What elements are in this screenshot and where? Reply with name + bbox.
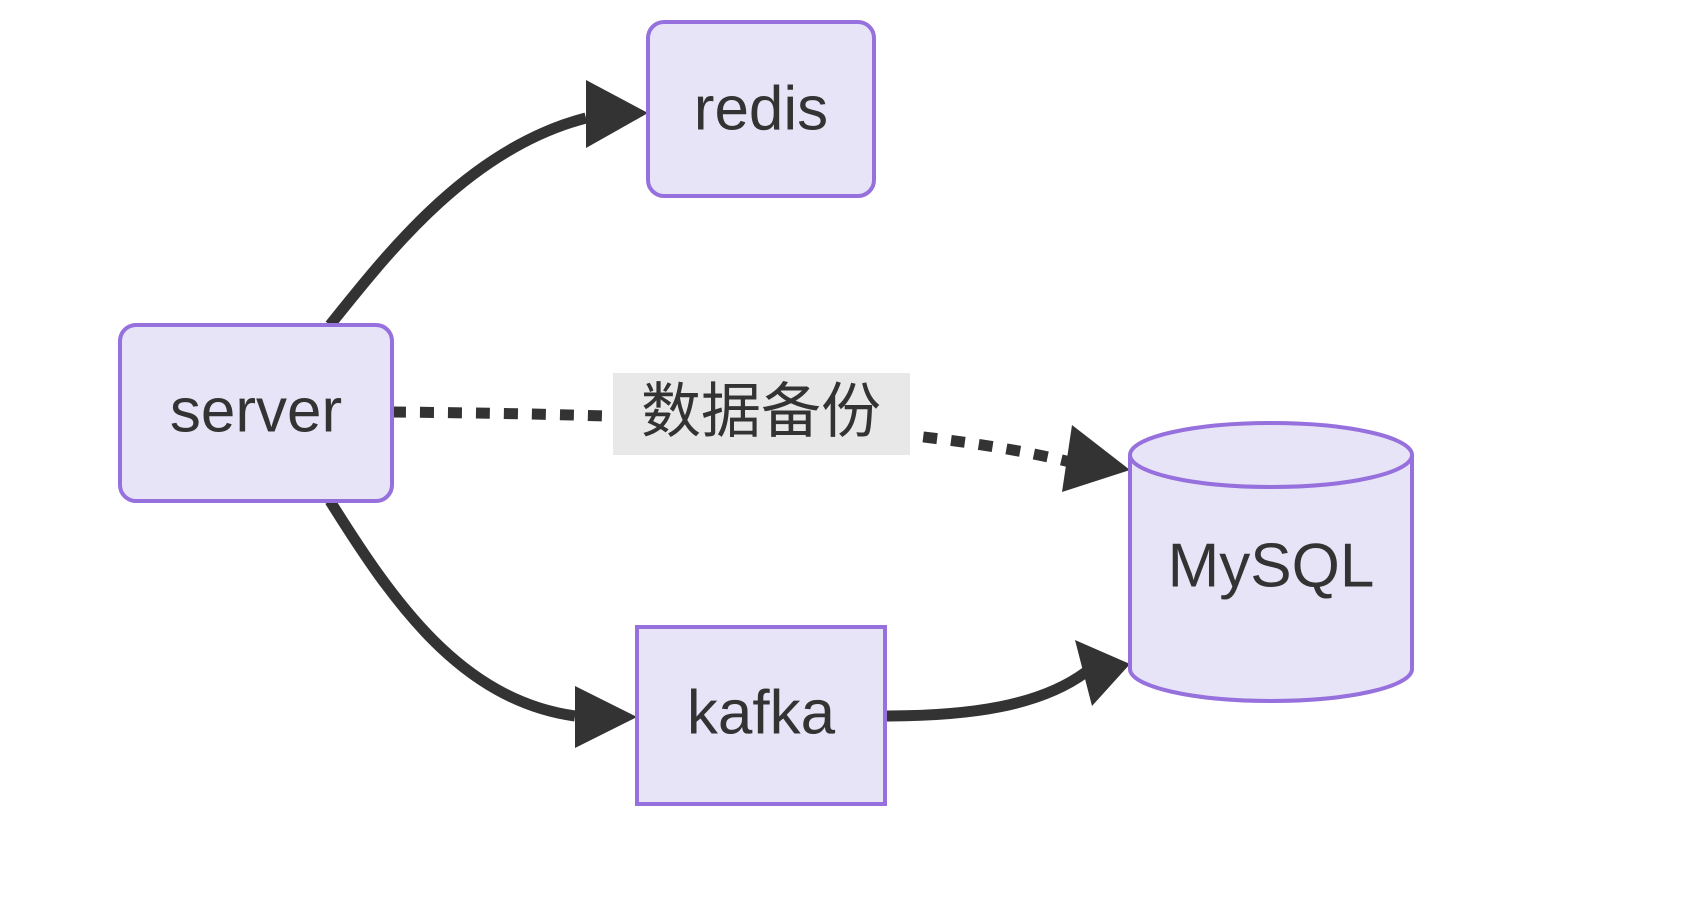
node-redis-shape: [646, 20, 876, 198]
edge-server-to-kafka-arrowhead: [575, 686, 637, 748]
node-server-label: server: [170, 376, 342, 445]
edge-server-to-mysql[interactable]: [391, 406, 1130, 492]
node-mysql-top-ellipse: [1128, 421, 1414, 489]
node-kafka-label: kafka: [687, 678, 836, 747]
edge-label-text: 数据备份: [641, 378, 881, 445]
node-redis-label: redis: [694, 74, 828, 143]
node-mysql[interactable]: MySQL: [1128, 421, 1414, 703]
edge-server-to-kafka[interactable]: [325, 498, 637, 748]
edge-label-server-to-mysql: 数据备份: [613, 373, 910, 455]
node-kafka-shape: [635, 625, 887, 806]
edge-kafka-to-mysql-path: [884, 667, 1090, 722]
edge-server-to-redis[interactable]: [325, 80, 648, 329]
edge-layer: [325, 80, 1130, 748]
edge-server-to-mysql-path: [391, 406, 1072, 468]
node-server[interactable]: server: [118, 323, 394, 503]
edge-label-background: [613, 373, 910, 455]
node-layer: redis server kafka: [118, 20, 1414, 806]
node-redis[interactable]: redis: [646, 20, 876, 198]
node-kafka[interactable]: kafka: [635, 625, 887, 806]
edge-server-to-mysql-arrowhead: [1062, 425, 1130, 492]
edge-server-to-redis-path: [325, 112, 588, 329]
edge-server-to-redis-arrowhead: [586, 80, 648, 148]
node-mysql-label: MySQL: [1168, 531, 1375, 600]
node-mysql-body-fill: [1130, 423, 1412, 701]
edge-kafka-to-mysql-arrowhead: [1075, 640, 1130, 706]
edge-kafka-to-mysql[interactable]: [884, 640, 1130, 722]
node-server-shape: [118, 323, 394, 503]
edge-server-to-kafka-path: [325, 498, 576, 722]
node-mysql-bottom-arc: [1128, 668, 1414, 703]
